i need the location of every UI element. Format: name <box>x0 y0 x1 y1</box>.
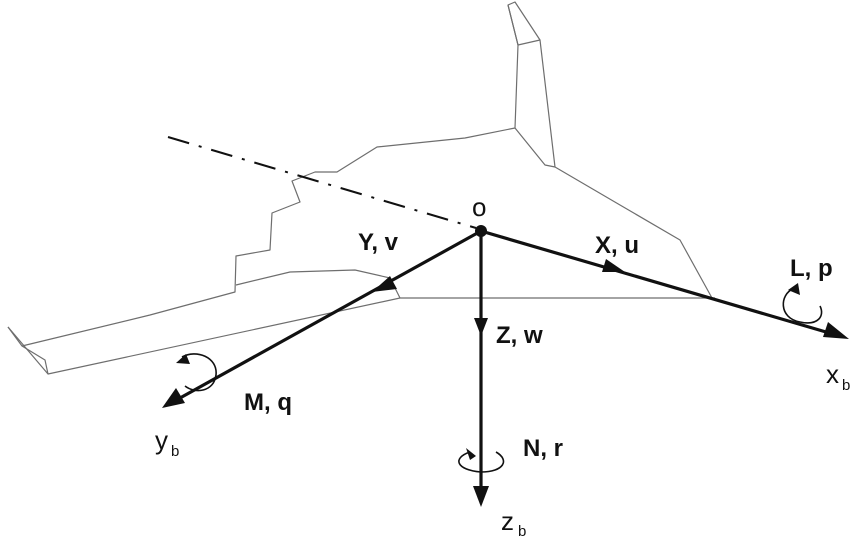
y-axis-label: y b <box>155 425 179 460</box>
wing-leading-edge <box>7 297 715 375</box>
z-axis-label-main: z <box>501 506 514 536</box>
y-axis-label-main: y <box>155 425 168 455</box>
reference-line <box>167 136 477 229</box>
x-axis-label-main: x <box>826 359 839 389</box>
tail-root-detail <box>514 127 556 168</box>
y-axis-arrowhead <box>162 388 185 408</box>
wingtip-detail <box>21 345 49 375</box>
roll-moment-label: L, p <box>790 255 833 282</box>
pitch-moment-icon <box>176 353 217 392</box>
wing-trailing-edge <box>7 1 713 347</box>
z-force-label: Z, w <box>496 322 543 349</box>
x-axis-label-sub: b <box>842 377 850 394</box>
x-axis-line <box>480 229 827 334</box>
x-axis-arrowhead <box>823 322 849 339</box>
yaw-moment-label: N, r <box>523 435 563 462</box>
y-axis-label-sub: b <box>171 443 179 460</box>
z-axis <box>473 231 489 507</box>
z-axis-label: z b <box>501 506 526 539</box>
roll-moment-icon <box>782 283 823 324</box>
x-axis-label: x b <box>826 359 850 394</box>
tail-fin-detail <box>507 4 541 46</box>
y-force-arrowhead <box>372 276 397 292</box>
x-axis <box>480 229 849 339</box>
x-force-label: X, u <box>595 232 639 259</box>
y-axis-line <box>179 229 482 400</box>
pitch-moment-label: M, q <box>244 389 292 416</box>
aircraft-outline <box>7 1 715 375</box>
x-force-arrowhead <box>602 259 625 272</box>
y-force-label: Y, v <box>358 229 399 256</box>
z-force-arrowhead <box>474 318 488 336</box>
z-axis-label-sub: b <box>518 523 526 539</box>
yaw-moment-icon <box>458 448 505 473</box>
y-axis <box>162 229 482 408</box>
fuselage-spine <box>235 269 401 299</box>
z-axis-arrowhead <box>473 486 489 507</box>
origin-label: o <box>472 192 486 222</box>
